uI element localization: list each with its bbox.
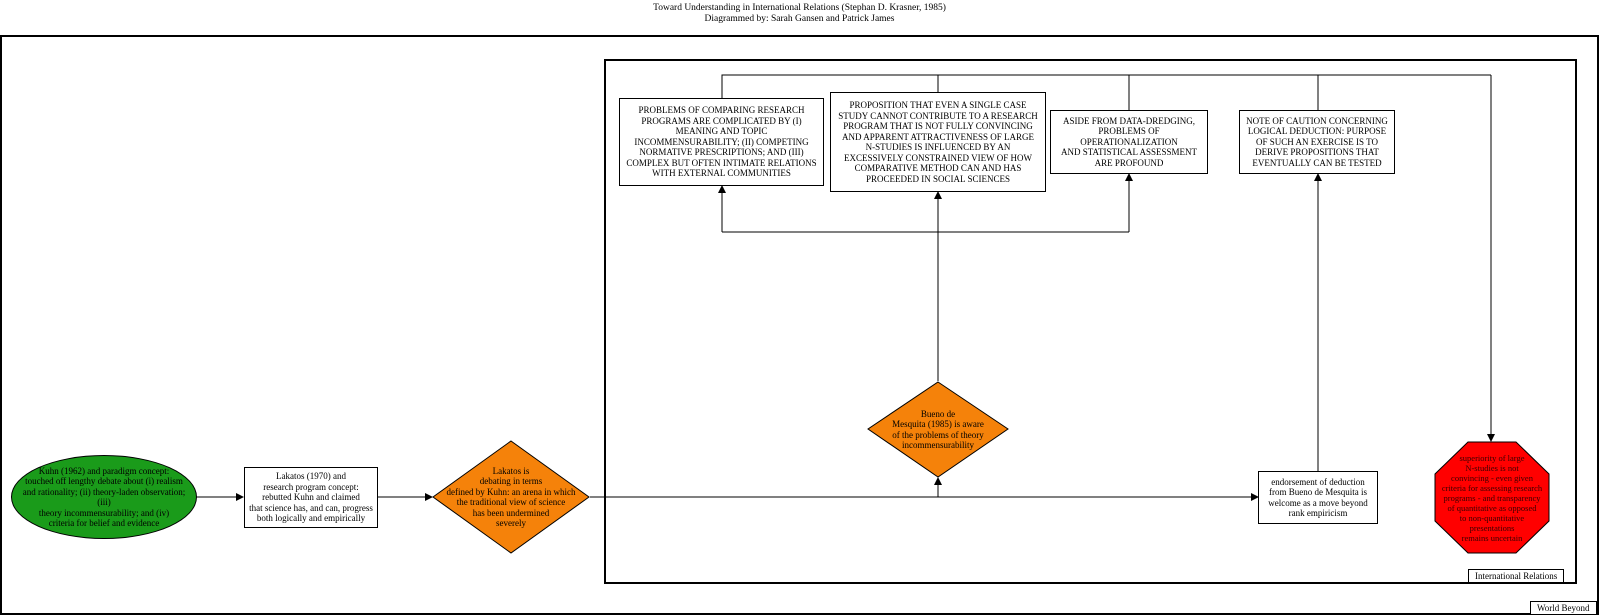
- bueno-de-mesquita-text: Bueno de Mesquita (1985) is aware of the…: [892, 408, 984, 451]
- large-n-superiority-text: superiority of large N-studies is not co…: [1441, 452, 1543, 543]
- logical-deduction-caution-node: NOTE OF CAUTION CONCERNING LOGICAL DEDUC…: [1239, 110, 1395, 174]
- large-n-superiority-node: superiority of large N-studies is not co…: [1434, 441, 1550, 554]
- single-case-proposition-node: PROPOSITION THAT EVEN A SINGLE CASE STUD…: [830, 92, 1046, 192]
- lakatos-debate-diamond: [432, 440, 590, 554]
- endorsement-deduction-node: endorsement of deduction from Bueno de M…: [1258, 471, 1378, 524]
- data-dredging-node: ASIDE FROM DATA-DREDGING, PROBLEMS OF OP…: [1050, 110, 1208, 174]
- diagram-credit: Diagrammed by: Sarah Gansen and Patrick …: [704, 14, 895, 24]
- bueno-de-mesquita-node: Bueno de Mesquita (1985) is aware of the…: [867, 381, 1009, 478]
- lakatos-research-program-node: Lakatos (1970) and research program conc…: [244, 467, 378, 528]
- world-beyond-frame: [0, 35, 1599, 615]
- bueno-de-mesquita-diamond: [867, 381, 1009, 478]
- international-relations-frame: [604, 59, 1577, 584]
- international-relations-label: International Relations: [1468, 569, 1565, 583]
- kuhn-paradigm-node: Kuhn (1962) and paradigm concept: touche…: [11, 455, 197, 539]
- comparing-programs-node: PROBLEMS OF COMPARING RESEARCH PROGRAMS …: [619, 98, 824, 186]
- large-n-superiority-octagon: [1434, 441, 1550, 554]
- lakatos-debate-text: Lakatos is debating in terms defined by …: [446, 465, 576, 529]
- lakatos-debate-node: Lakatos is debating in terms defined by …: [432, 440, 590, 554]
- diagram-title: Toward Understanding in International Re…: [653, 3, 946, 13]
- kuhn-paradigm-text: Kuhn (1962) and paradigm concept: touche…: [22, 465, 186, 529]
